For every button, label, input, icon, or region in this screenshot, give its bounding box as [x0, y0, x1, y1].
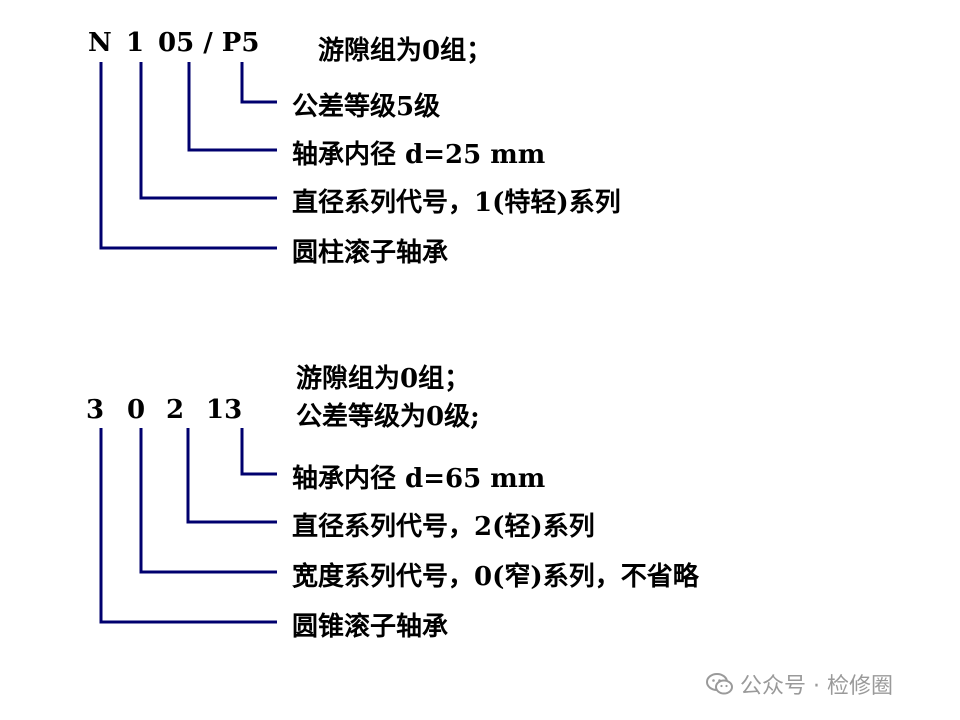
code-part-n: N	[88, 28, 112, 58]
code-part-05-p5: 05 / P5	[158, 28, 260, 58]
label-bore-diameter-2: 轴承内径 d=65 mm	[292, 464, 546, 494]
connector-1	[139, 62, 277, 200]
label-tolerance-grade: 公差等级5级	[292, 92, 441, 122]
code-part-2: 2	[166, 395, 185, 425]
watermark-text: 公众号 · 检修圈	[740, 674, 893, 699]
code-part-13: 13	[206, 395, 243, 425]
connector-0	[139, 428, 277, 574]
label-diameter-series-2: 直径系列代号，2(轻)系列	[292, 512, 595, 542]
label-tolerance-grade-2: 公差等级为0级;	[296, 402, 480, 432]
label-clearance-group: 游隙组为0组；	[318, 36, 493, 66]
label-width-series: 宽度系列代号，0(窄)系列，不省略	[292, 562, 699, 592]
connector-13	[240, 428, 277, 476]
wechat-icon	[706, 672, 734, 696]
code-part-1: 1	[126, 28, 145, 58]
connector-2	[186, 428, 277, 524]
watermark: 公众号 · 检修圈	[706, 668, 893, 700]
connector-p5	[240, 62, 277, 104]
connector-05	[187, 62, 277, 152]
label-diameter-series: 直径系列代号，1(特轻)系列	[292, 188, 621, 218]
label-bearing-type: 圆柱滚子轴承	[292, 238, 449, 268]
label-bore-diameter: 轴承内径 d=25 mm	[292, 140, 546, 170]
label-bearing-type-2: 圆锥滚子轴承	[292, 612, 449, 642]
label-clearance-group-2: 游隙组为0组；	[296, 364, 471, 394]
connector-3	[99, 428, 277, 624]
code-part-3: 3	[86, 395, 105, 425]
connector-n	[99, 62, 277, 250]
code-part-0: 0	[127, 395, 146, 425]
